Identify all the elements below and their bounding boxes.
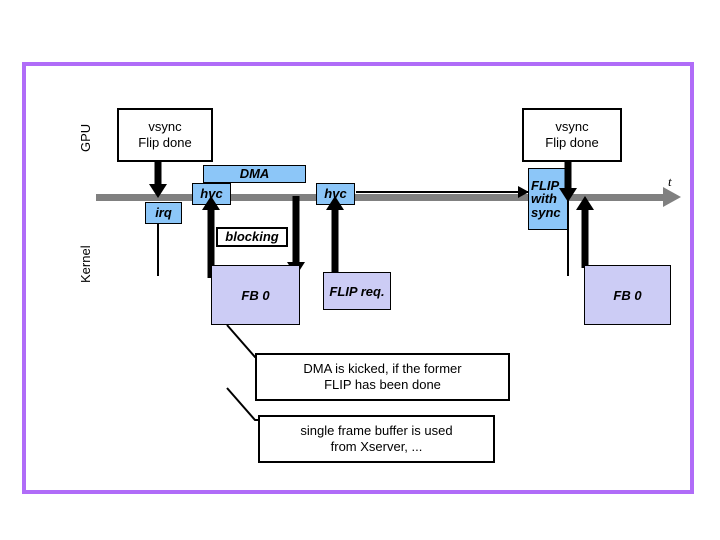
vsync-right-lifeline (567, 198, 569, 276)
vsync-label-right-line1: vsync (555, 118, 589, 134)
note-box-single-framebuffer: single frame buffer is used from Xserver… (258, 415, 495, 463)
note-box-dma-kick: DMA is kicked, if the former FLIP has be… (255, 353, 510, 401)
vsync-label-left-line2: Flip done (138, 135, 192, 150)
event-flip-with-sync: FLIP with sync (528, 168, 568, 230)
buffer-fb0-left: FB 0 (211, 265, 300, 325)
vsync-label-right-line2: Flip done (545, 135, 599, 150)
event-irq: irq (145, 202, 182, 224)
label-blocking: blocking (216, 227, 288, 247)
arrow-dma-to-fb0 (287, 196, 305, 276)
arrow-hvc-to-flip (356, 186, 529, 198)
arrow-vsync-right-to-axis (559, 162, 577, 202)
note-1-line1: DMA is kicked, if the former (303, 360, 462, 376)
lane-label-kernel: Kernel (78, 245, 93, 283)
note-1-line2: FLIP has been done (324, 377, 441, 392)
note-2-line1: single frame buffer is used (300, 422, 453, 438)
irq-lifeline (157, 224, 159, 276)
event-dma: DMA (203, 165, 306, 183)
note-2-line2: from Xserver, ... (330, 439, 423, 454)
flip-with-sync-line1: FLIP (531, 177, 560, 193)
arrow-blocking-start-up (202, 196, 220, 278)
vsync-flip-done-box-left: vsync Flip done (117, 108, 213, 162)
lane-label-gpu: GPU (78, 123, 93, 152)
flip-with-sync-line3: sync (531, 204, 561, 220)
buffer-fb0-right: FB 0 (584, 265, 671, 325)
vsync-label-left-line1: vsync (148, 118, 182, 134)
time-axis-label: t (668, 174, 672, 189)
flip-with-sync-line2: with (531, 191, 557, 207)
time-axis-arrowhead (663, 187, 681, 207)
vsync-flip-done-box-right: vsync Flip done (522, 108, 622, 162)
arrow-vsync-to-irq (149, 162, 167, 198)
time-axis (96, 194, 671, 201)
arrow-fb0-right-up (576, 196, 594, 268)
buffer-flip-req: FLIP req. (323, 272, 391, 310)
arrow-flipreq-to-hvc (326, 196, 344, 276)
